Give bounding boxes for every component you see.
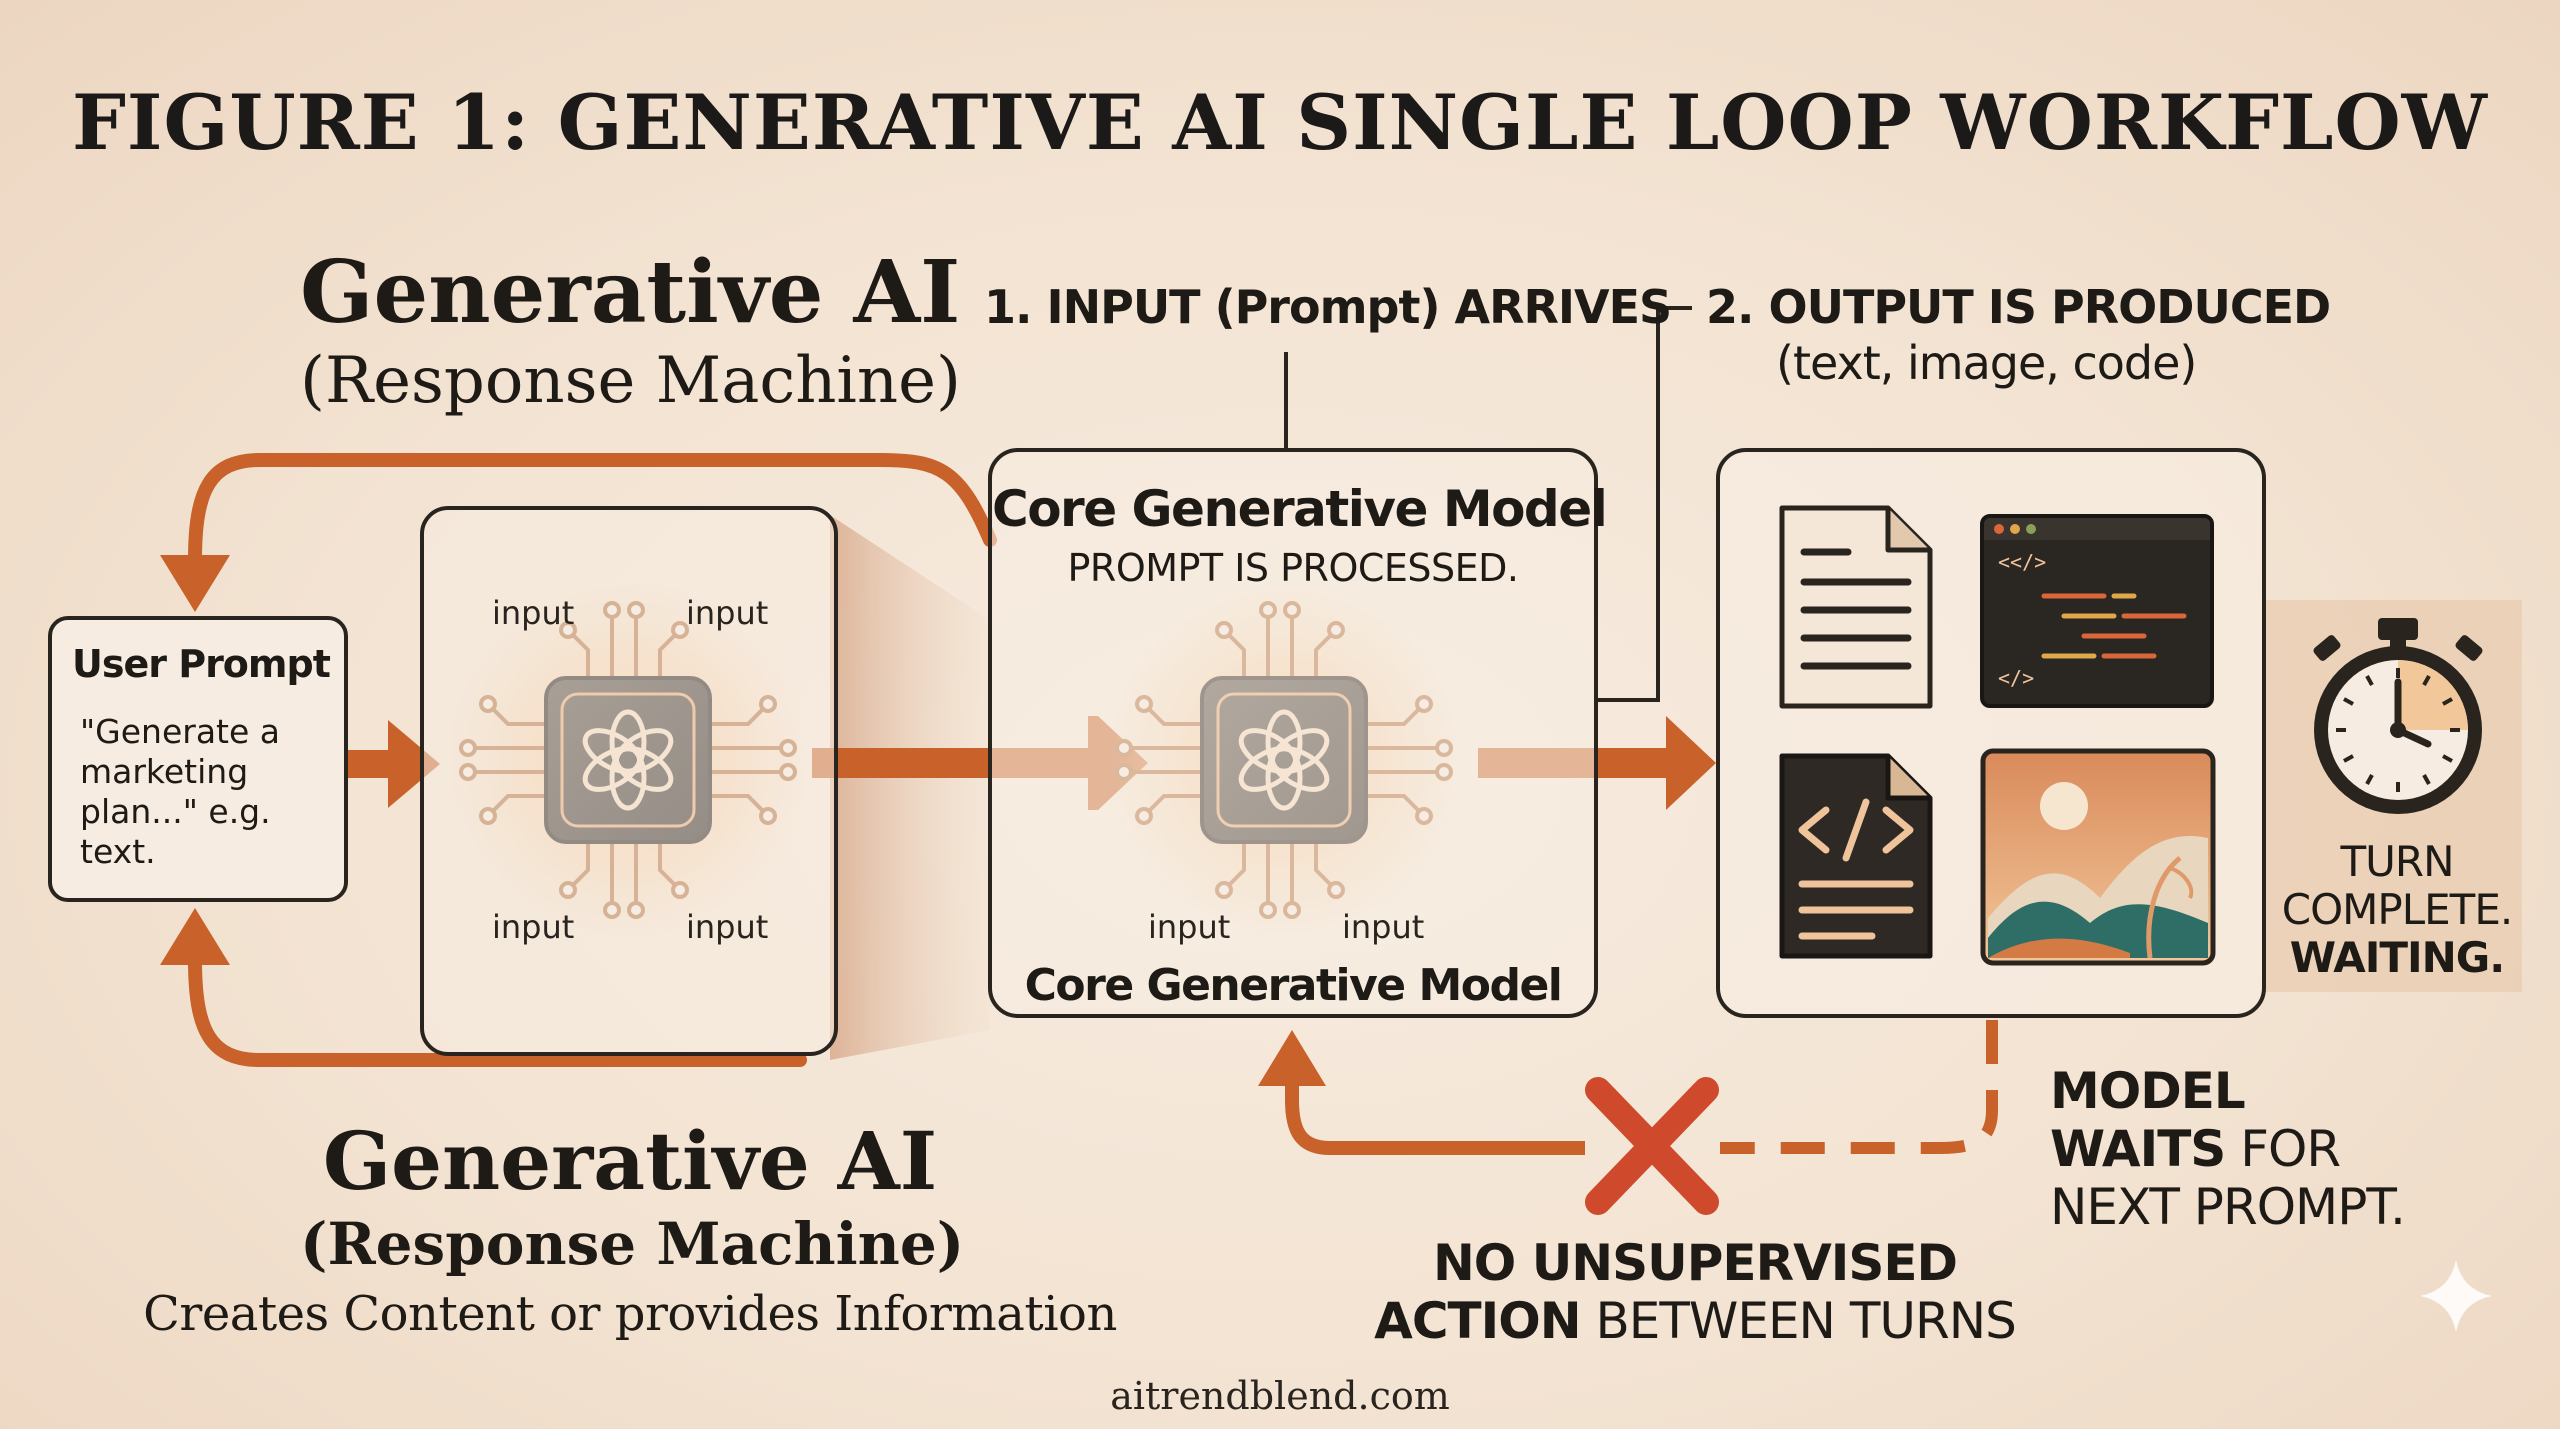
loop-arrow-bottom — [188, 953, 807, 1067]
step-output-title: 2. OUTPUT IS PRODUCED — [1706, 280, 2331, 334]
code-window-icon: <</> </> — [1980, 514, 2214, 708]
timer-line1: TURN — [2340, 837, 2455, 886]
model-waits-line2-bold: WAITS — [2050, 1120, 2226, 1178]
processing-chip-box: input input input input — [420, 506, 838, 1056]
landscape-image-icon — [1980, 748, 2216, 966]
code-window-tag: <</> — [1998, 550, 2047, 574]
step2-connector — [1598, 306, 1692, 702]
loop-arrowhead-bottom — [160, 908, 230, 965]
figure-title: FIGURE 1: GENERATIVE AI SINGLE LOOP WORK… — [71, 78, 2489, 167]
user-prompt-title: User Prompt — [72, 642, 331, 686]
timer-status: TURN COMPLETE. WAITING. — [2266, 838, 2528, 982]
core-model-footer: Core Generative Model — [1024, 960, 1563, 1011]
chip-input-label-bottom-left: input — [492, 908, 575, 946]
chip-input-label-top-right: input — [686, 594, 769, 632]
user-prompt-box: User Prompt "Generate a marketing plan..… — [48, 616, 348, 902]
return-solid-line — [1285, 1082, 1585, 1155]
no-action-text: NO UNSUPERVISED ACTION BETWEEN TURNS — [1320, 1234, 2070, 1350]
output-box: <</> </> — [1716, 448, 2266, 1018]
sparkle-icon — [2420, 1260, 2492, 1332]
bottom-heading-title: Generative AI — [322, 1114, 938, 1208]
user-prompt-text: "Generate a marketing plan..." e.g. text… — [80, 712, 281, 871]
timer-line3: WAITING. — [2289, 933, 2505, 982]
core-model-title: Core Generative Model — [992, 480, 1608, 538]
return-dashed-line — [1720, 1020, 1998, 1154]
light-beam — [830, 515, 990, 1060]
stopwatch-icon — [2313, 618, 2483, 814]
chip-input-label-bottom-right: input — [686, 908, 769, 946]
model-waits-line3: NEXT PROMPT. — [2050, 1178, 2406, 1236]
core-input-label-right: input — [1342, 908, 1425, 946]
step-output-detail: (text, image, code) — [1776, 336, 2197, 390]
model-waits-text: MODEL WAITS FOR NEXT PROMPT. — [2050, 1062, 2406, 1236]
model-waits-line2-rest: FOR — [2225, 1120, 2341, 1178]
bottom-heading-caption: Creates Content or provides Information — [143, 1286, 1117, 1342]
code-file-icon — [1779, 753, 1933, 959]
left-heading-subtitle: (Response Machine) — [300, 344, 961, 418]
no-action-line2-bold: ACTION — [1374, 1292, 1581, 1350]
footer-site: aitrendblend.com — [1110, 1374, 1450, 1418]
no-action-line2-rest: BETWEEN TURNS — [1580, 1292, 2016, 1350]
bottom-heading-subtitle: (Response Machine) — [300, 1210, 965, 1278]
core-input-label-left: input — [1148, 908, 1231, 946]
no-action-line1: NO UNSUPERVISED — [1432, 1234, 1958, 1292]
loop-arrow-top — [188, 453, 997, 567]
chip-input-label-top-left: input — [492, 594, 575, 632]
core-model-status: PROMPT IS PROCESSED. — [1067, 546, 1520, 590]
code-window-close: </> — [1998, 666, 2035, 690]
loop-arrowhead-top — [160, 555, 230, 612]
core-model-box: Core Generative Model PROMPT IS PROCESSE… — [988, 448, 1608, 1018]
timer-line2: COMPLETE. — [2281, 885, 2513, 934]
return-arrowhead — [1258, 1030, 1326, 1086]
left-heading-title: Generative AI — [300, 242, 961, 343]
step-input-label: 1. INPUT (Prompt) ARRIVES — [984, 280, 1672, 334]
cross-icon — [1585, 1077, 1719, 1215]
arrow-head-3 — [1666, 716, 1716, 810]
model-waits-line1: MODEL — [2050, 1062, 2246, 1120]
arrow-head-1 — [388, 720, 440, 808]
document-icon — [1779, 505, 1933, 709]
